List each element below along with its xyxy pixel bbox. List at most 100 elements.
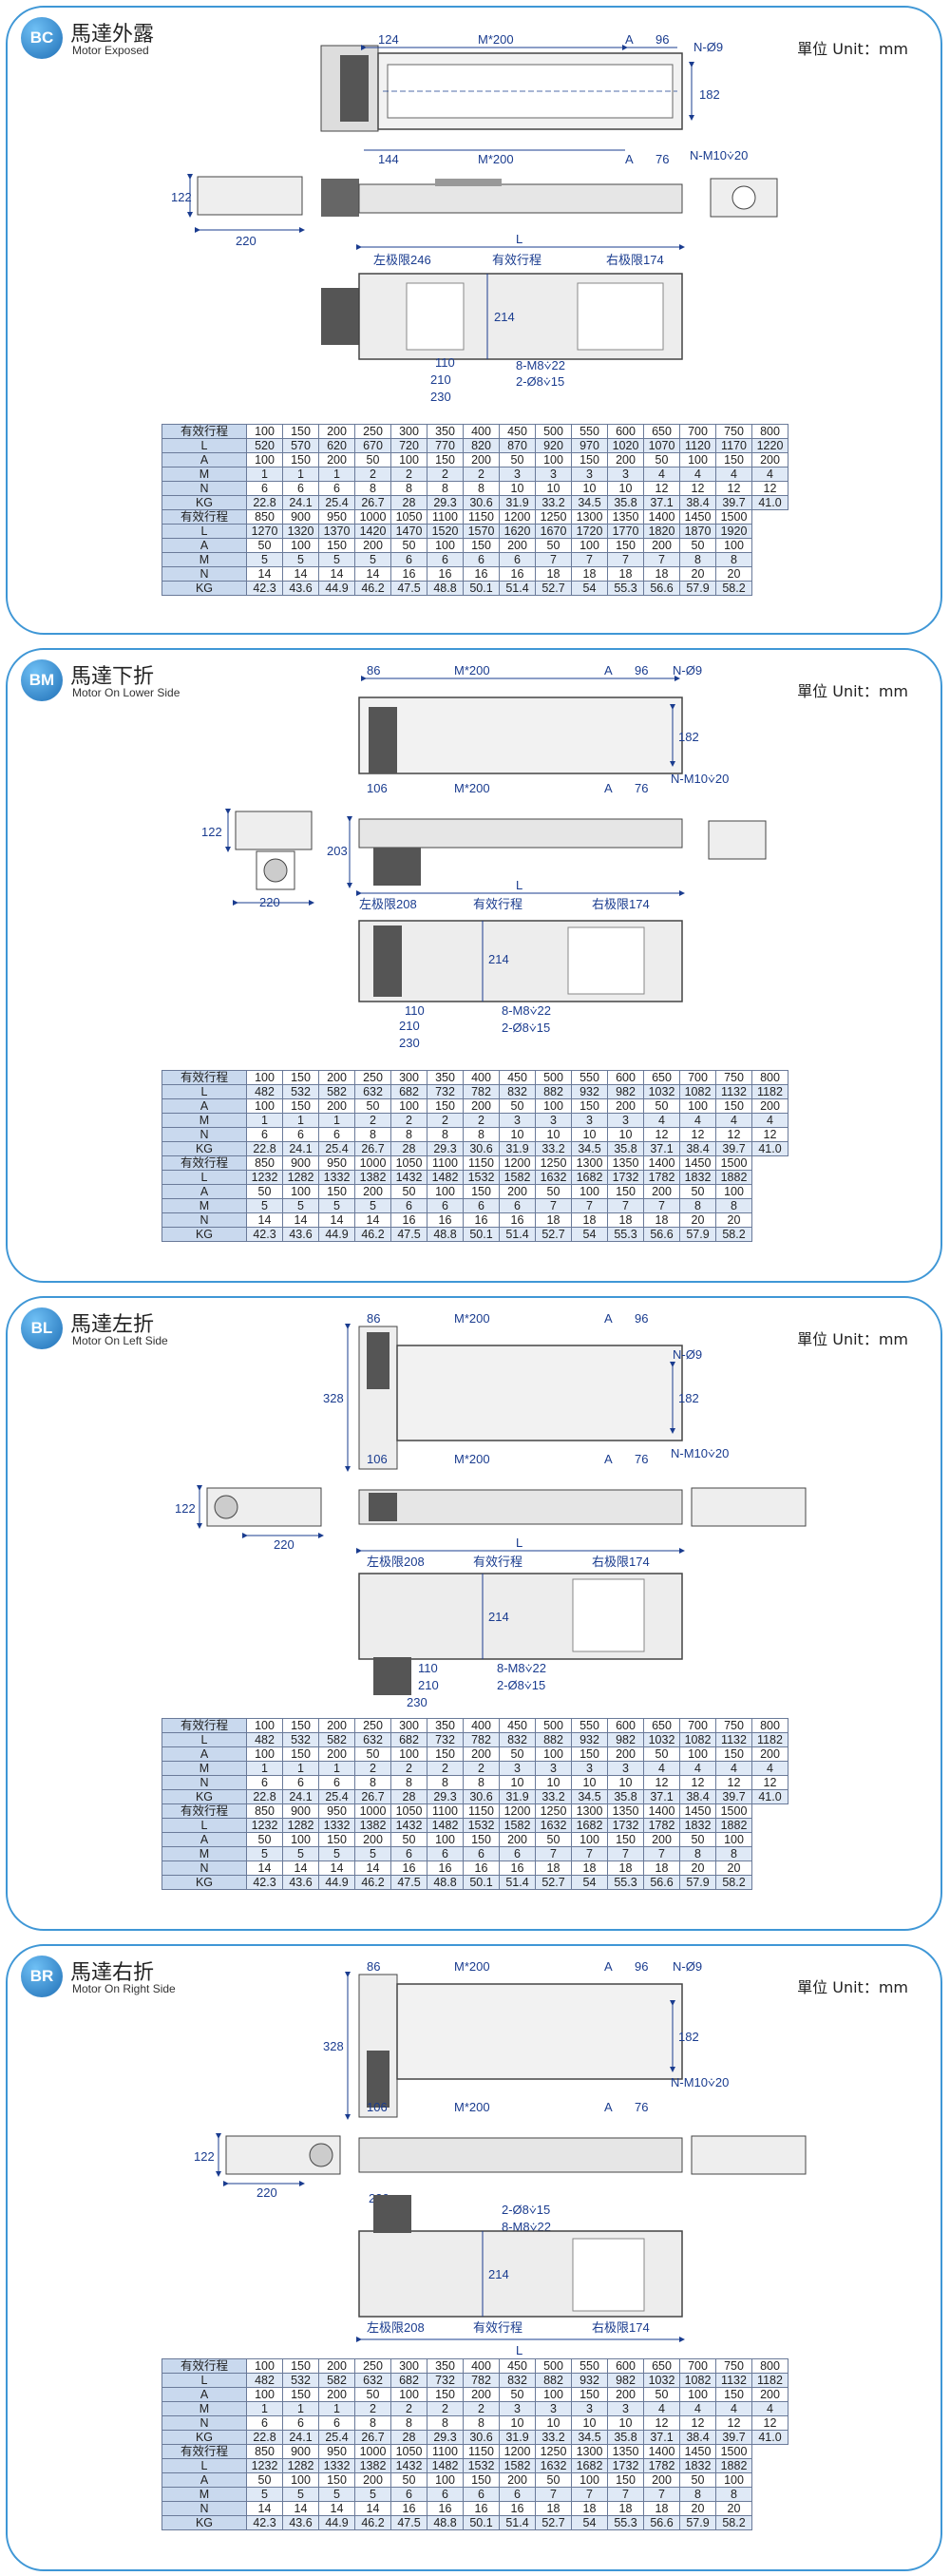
table-cell: 3 (571, 1113, 608, 1128)
table-cell: 1050 (390, 509, 428, 525)
table-cell: 48.8 (427, 1875, 464, 1890)
dim-76: 76 (635, 2100, 648, 2114)
table-cell: 2 (390, 2401, 428, 2416)
table-cell: 1400 (643, 509, 680, 525)
table-cell: 1882 (715, 1170, 752, 1185)
table-cell: 31.9 (499, 495, 536, 510)
table-cell: 482 (246, 2373, 283, 2388)
table-cell: 1532 (463, 1170, 500, 1185)
table-cell: 8 (715, 552, 752, 567)
dim-144: 144 (378, 152, 399, 166)
row-header: M (162, 1761, 247, 1776)
table-cell: 770 (427, 438, 464, 453)
table-cell: 582 (318, 1732, 355, 1747)
table-cell: 1320 (282, 524, 319, 539)
row-header: N (162, 1860, 247, 1876)
table-cell: 39.7 (715, 495, 752, 510)
table-cell: 1782 (643, 2458, 680, 2473)
table-cell: 800 (751, 1070, 788, 1085)
table-cell: 52.7 (535, 1227, 572, 1242)
table-cell: 150 (318, 2472, 355, 2488)
row-header: L (162, 2373, 247, 2388)
table-cell: 3 (535, 2401, 572, 2416)
table-cell: 25.4 (318, 495, 355, 510)
table-cell: 6 (318, 1127, 355, 1142)
section-badge: BC (21, 17, 63, 59)
table-cell: 8 (463, 2415, 500, 2431)
dim-214: 214 (488, 1610, 509, 1624)
table-cell: 18 (571, 1212, 608, 1228)
dim-m8: 8-M8⩒22 (497, 1661, 546, 1675)
table-cell: 6 (246, 1775, 283, 1790)
table-cell: 7 (535, 2487, 572, 2502)
table-cell: 1000 (354, 1155, 391, 1171)
table-cell: 20 (679, 2501, 716, 2516)
table-cell: 14 (246, 1860, 283, 1876)
table-cell: 2 (463, 1761, 500, 1776)
table-cell: 100 (246, 2358, 283, 2374)
row-header: L (162, 2458, 247, 2473)
table-cell: 970 (571, 438, 608, 453)
table-cell: 58.2 (715, 1227, 752, 1242)
table-cell: 8 (354, 1775, 391, 1790)
table-cell: 100 (427, 1184, 464, 1199)
table-cell: 1300 (571, 509, 608, 525)
row-header: L (162, 1084, 247, 1099)
table-cell: 50 (354, 1746, 391, 1762)
table-cell: 4 (715, 467, 752, 482)
section-bc: BC 馬達外露 Motor Exposed 單位 Unit：mm 124 M*2… (6, 6, 942, 635)
table-cell: 750 (715, 1718, 752, 1733)
table-cell: 150 (715, 1098, 752, 1114)
table-cell: 632 (354, 2373, 391, 2388)
table-cell: 8 (390, 1775, 428, 1790)
table-cell: 200 (318, 452, 355, 467)
table-cell: 48.8 (427, 1227, 464, 1242)
row-header: M (162, 1113, 247, 1128)
table-cell: 33.2 (535, 1789, 572, 1804)
table-cell: 5 (354, 1846, 391, 1861)
table-cell: 720 (390, 438, 428, 453)
table-cell: 1200 (499, 1155, 536, 1171)
table-cell: 18 (571, 2501, 608, 2516)
table-cell: 35.8 (607, 1141, 644, 1156)
row-header: KG (162, 1789, 247, 1804)
table-cell: 37.1 (643, 1789, 680, 1804)
table-cell: 1570 (463, 524, 500, 539)
table-cell: 100 (679, 2387, 716, 2402)
table-cell: 10 (607, 1775, 644, 1790)
table-cell: 6 (390, 1198, 428, 1213)
table-cell: 5 (354, 2487, 391, 2502)
dim-182: 182 (699, 87, 720, 102)
table-cell: 200 (318, 1070, 355, 1085)
table-cell: 16 (463, 1212, 500, 1228)
table-cell: 1450 (679, 2444, 716, 2459)
table-cell: 1882 (715, 2458, 752, 2473)
section-br: BR 馬達右折 Motor On Right Side 單位 Unit：mm 3… (6, 1944, 942, 2571)
table-cell: 982 (607, 1732, 644, 1747)
table-cell: 10 (535, 2415, 572, 2431)
table-cell: 50 (643, 1746, 680, 1762)
table-cell: 50 (535, 538, 572, 553)
table-cell: 150 (715, 452, 752, 467)
table-cell: 1 (318, 2401, 355, 2416)
table-cell: 37.1 (643, 495, 680, 510)
table-cell: 48.8 (427, 2515, 464, 2530)
table-cell: 14 (282, 566, 319, 582)
table-cell: 200 (318, 1098, 355, 1114)
table-cell: 550 (571, 424, 608, 439)
dim-122: 122 (201, 825, 222, 839)
table-cell: 50 (499, 452, 536, 467)
table-cell: 50 (679, 2472, 716, 2488)
table-cell: 44.9 (318, 2515, 355, 2530)
table-cell: 150 (282, 1070, 319, 1085)
row-header: N (162, 481, 247, 496)
table-cell: 50 (679, 1832, 716, 1847)
